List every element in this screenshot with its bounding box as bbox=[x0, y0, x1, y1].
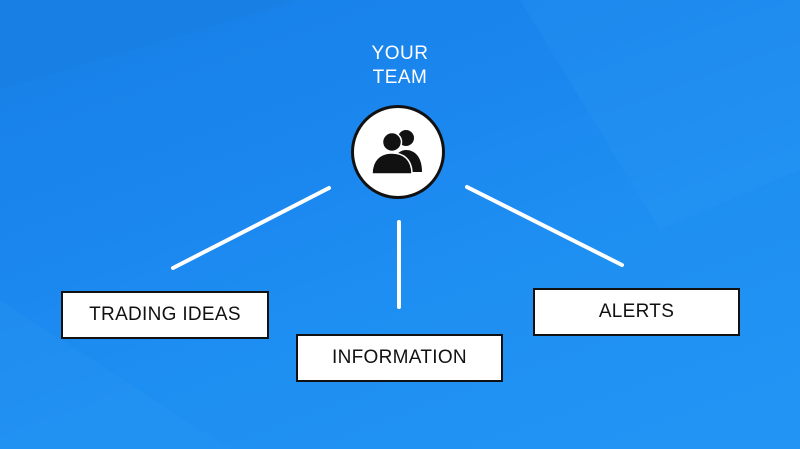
node-trading-ideas: TRADING IDEAS bbox=[61, 291, 269, 339]
team-label-line1: YOUR bbox=[371, 43, 429, 64]
node-alerts-label: ALERTS bbox=[598, 301, 675, 322]
node-trading-ideas-label: TRADING IDEAS bbox=[89, 304, 241, 325]
team-label: YOUR TEAM bbox=[330, 42, 470, 90]
team-people-icon bbox=[371, 130, 422, 175]
node-information: INFORMATION bbox=[296, 334, 503, 382]
team-label-line2: TEAM bbox=[372, 67, 428, 88]
node-information-label: INFORMATION bbox=[332, 347, 467, 368]
connector-alerts bbox=[465, 185, 624, 267]
connector-trading-ideas bbox=[171, 186, 331, 270]
team-node bbox=[351, 105, 445, 199]
node-alerts: ALERTS bbox=[533, 288, 740, 336]
